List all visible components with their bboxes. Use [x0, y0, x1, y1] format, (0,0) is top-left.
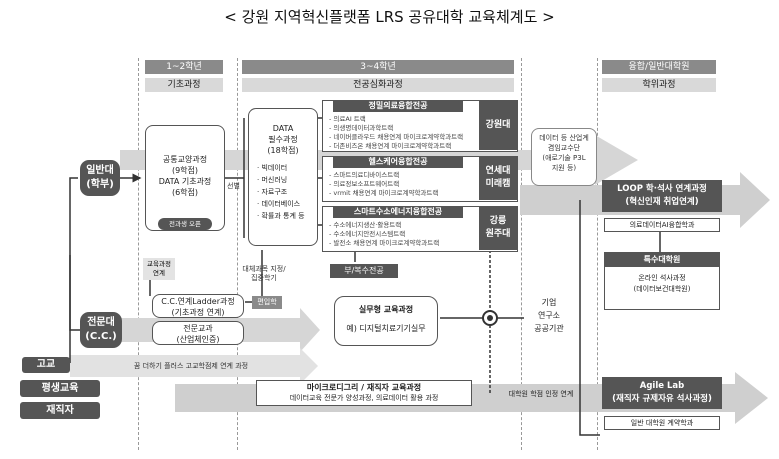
highschool-bar: 꿈 더하기 플러스 고교학점제 연계 과정	[133, 362, 249, 370]
data-item: · 자료구조	[257, 188, 288, 196]
major-tracks-1: - 의료AI 트랙 - 의생명데이터과학트랙 - 네이버클라우드 채용연계 마이…	[329, 115, 464, 150]
contract-dept-box: 일반 대학원 계약학과	[604, 416, 720, 430]
left-bracket	[69, 177, 80, 331]
industry-note-box: 데이터 등 산업계 겸임교수단 (애로기술 P3L 지원 등)	[531, 128, 597, 186]
special-grad-line2: (데이터보건대학원)	[633, 285, 691, 293]
transfer-open-tag: 전과생 오픈	[158, 218, 212, 230]
data-required-box: DATA 필수과정 (18학점) · 빅데이터 · 머신러닝 · 자료구조 · …	[248, 108, 318, 246]
data-item: · 확률과 통계 등	[257, 212, 305, 220]
agile-lab-box: Agile Lab (재직자 규제자유 석사과정)	[602, 377, 722, 409]
double-major-tag: 부/복수전공	[330, 264, 398, 278]
practice-title: 실무형 교육과정	[358, 305, 414, 314]
data-item: · 머신러닝	[257, 176, 288, 184]
major-tracks-2: - 스마트의료디바이스트랙 - 의료정보소프트웨어트랙 - vrmit 채용연계…	[329, 171, 439, 197]
micro-body: 데이터교육 전문가 양성과정, 의료데이터 활용 과정	[289, 394, 439, 402]
major-name-2: 헬스케어융합전공	[333, 156, 463, 168]
micro-degree-box: 마이크로디그리 / 재직자 교육과정 데이터교육 전문가 양성과정, 의료데이터…	[256, 380, 472, 406]
basic-line4: (6학점)	[171, 188, 199, 197]
edu-link-label: 교육과정 연계	[143, 258, 175, 280]
data-items: · 빅데이터 · 머신러닝 · 자료구조 · 데이터베이스 · 확률과 통계 등	[249, 162, 317, 222]
grad-credit-label: 대학원 학점 인정 연계	[508, 390, 574, 398]
data-item: · 데이터베이스	[257, 200, 301, 208]
special-grad-line1: 온라인 석사과정	[638, 274, 686, 282]
col-sub-major: 전공심화과정	[242, 78, 514, 92]
flow-arrow-highschool	[70, 348, 318, 384]
partner-public: 공공기관	[534, 324, 564, 333]
univ-label-2: 연세대 미래캠	[479, 157, 517, 200]
basic-line1: 공통교양과정	[162, 155, 208, 164]
micro-title: 마이크로디그리 / 재직자 교육과정	[306, 383, 422, 392]
col-head-grad: 융합/일반대학원	[602, 60, 716, 74]
cc-line1: C.C.연계Ladder과정	[161, 297, 235, 306]
loop-box: LOOP 학·석사 연계과정 (혁신인재 취업연계)	[602, 180, 722, 212]
select-label: 선별	[227, 182, 240, 190]
practice-course-box: 실무형 교육과정 예) 디지털치료기기실무	[334, 296, 438, 346]
label-highschool: 고교	[22, 357, 70, 373]
partners-box: 기업 연구소 공공기관	[524, 296, 574, 338]
major-name-1: 정밀의료융합전공	[333, 100, 463, 112]
data-line1: DATA	[272, 124, 294, 133]
col-head-major: 3~4학년	[242, 60, 514, 74]
label-junior-college: 전문대 (C.C.)	[80, 312, 122, 348]
col-sub-basic: 기초과정	[145, 78, 223, 92]
diagram-title: < 강원 지역혁신플랫폼 LRS 공유대학 교육체계도 >	[224, 8, 555, 26]
col-divider-2	[237, 58, 238, 450]
practice-body: 예) 디지털치료기기실무	[346, 324, 426, 333]
label-lifelong: 평생교육	[20, 380, 100, 397]
agile-line2: (재직자 규제자유 석사과정)	[612, 394, 712, 404]
univ-label-3: 강릉 원주대	[479, 207, 517, 250]
major-box-2: 헬스케어융합전공 - 스마트의료디바이스트랙 - 의료정보소프트웨어트랙 - v…	[322, 156, 518, 202]
col-sub-grad: 학위과정	[602, 78, 716, 92]
cc-major-box: 전문교과 (산업체인증)	[152, 321, 244, 345]
col-head-basic: 1~2학년	[145, 60, 223, 74]
transfer-label: 편입학	[252, 296, 282, 309]
credit-label: 대체과목 지정/ 집중학기	[242, 265, 286, 282]
loop-line2: (혁신인재 취업연계)	[625, 197, 699, 207]
data-item: · 빅데이터	[257, 164, 288, 172]
line-right-vertical	[579, 200, 600, 436]
major-name-3: 스마트수소에너지융합전공	[333, 206, 463, 218]
med-dept-box: 의료데이터AI융합학과	[604, 218, 720, 232]
univ-label-1: 강원대	[479, 101, 517, 150]
data-line3: (18학점)	[267, 146, 299, 155]
col-divider-3	[521, 58, 522, 450]
basic-line3: DATA 기초과정	[158, 177, 212, 186]
partner-lab: 연구소	[537, 311, 561, 320]
basic-line2: (9학점)	[171, 166, 199, 175]
partner-company: 기업	[541, 298, 557, 307]
major-box-3: 스마트수소에너지융합전공 - 수소에너지생산·활용트랙 - 수소에너지안전시스템…	[322, 206, 518, 252]
col-divider-1	[138, 58, 139, 450]
special-grad-box: 특수대학원 온라인 석사과정 (데이터보건대학원)	[604, 252, 720, 310]
major-box-1: 정밀의료융합전공 - 의료AI 트랙 - 의생명데이터과학트랙 - 네이버클라우…	[322, 100, 518, 152]
cc-ladder-box: C.C.연계Ladder과정 (기초과정 연계)	[152, 294, 244, 318]
label-worker: 재직자	[20, 402, 100, 419]
major-tracks-3: - 수소에너지생산·활용트랙 - 수소에너지안전시스템트랙 - 발전소 채용연계…	[329, 221, 440, 247]
col-divider-4	[597, 58, 598, 450]
basic-course-box: 공통교양과정 (9학점) DATA 기초과정 (6학점)	[145, 125, 225, 231]
cc2-line2: (산업체인증)	[176, 335, 220, 344]
data-line2: 필수과정	[268, 135, 298, 144]
cc-line2: (기초과정 연계)	[171, 308, 225, 317]
junction-dot	[487, 315, 493, 321]
loop-line1: LOOP 학·석사 연계과정	[617, 184, 707, 194]
label-general-univ: 일반대 (학부)	[80, 160, 120, 196]
special-grad-title: 특수대학원	[605, 253, 719, 267]
agile-line1: Agile Lab	[639, 381, 685, 391]
cc2-line1: 전문교과	[183, 324, 213, 333]
